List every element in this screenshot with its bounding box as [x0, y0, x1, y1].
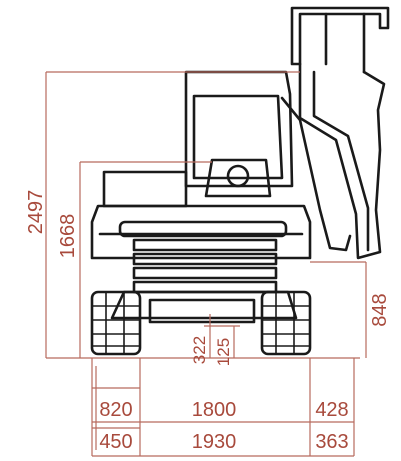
right-overhang-label: 363 [315, 431, 348, 453]
frame-top [118, 220, 288, 238]
center-joint [148, 298, 256, 324]
arm-bracket [290, 6, 390, 66]
ground-clearance-label: 322 [190, 336, 209, 364]
cab [184, 70, 294, 188]
engine-block [204, 158, 272, 198]
frame-slat-1 [132, 238, 278, 252]
track-height-label: 848 [369, 293, 391, 326]
boom-arm [298, 62, 386, 260]
carbody [110, 290, 298, 320]
frame-slat-4 [132, 280, 278, 294]
left-track [90, 290, 142, 356]
engine-pulley [226, 164, 250, 188]
boom-arm-inner [312, 70, 370, 252]
undercarriage-clearance-label: 125 [214, 338, 233, 366]
boom-cylinder [280, 96, 352, 252]
cab-height-label: 1668 [57, 214, 79, 259]
boom-offset-label: 428 [315, 399, 348, 421]
dimension-lines [45, 71, 367, 457]
engine-cover [102, 170, 188, 208]
frame-slat-2 [132, 252, 278, 266]
frame-slat-3 [132, 266, 278, 280]
upper-body [90, 204, 312, 260]
track-base-width-label: 450 [99, 431, 132, 453]
overall-track-width-label: 1930 [192, 431, 237, 453]
track-gauge-label: 1800 [192, 399, 237, 421]
right-track [260, 290, 312, 356]
overall-height-label: 2497 [25, 190, 47, 235]
excavator-outline [90, 6, 390, 356]
track-shoe-width-label: 820 [99, 399, 132, 421]
cab-window [192, 94, 284, 180]
